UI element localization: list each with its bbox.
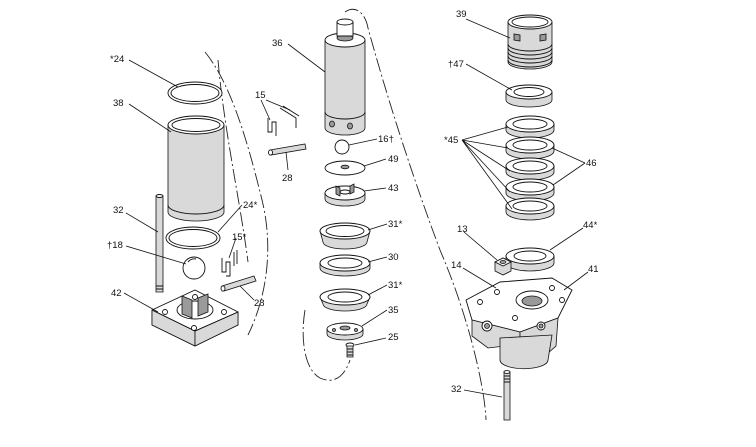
part-36-shaft bbox=[324, 18, 366, 136]
part-32-rod-right bbox=[503, 370, 511, 421]
part-42-base-housing bbox=[151, 289, 239, 347]
callout-24-top: *24 bbox=[110, 54, 124, 65]
part-24-o-ring-top bbox=[167, 81, 223, 105]
guide-line-left-outer bbox=[204, 51, 269, 336]
part-24-o-ring-lower bbox=[165, 226, 221, 250]
callout-labels: *24 38 32 †18 42 24* 15 28 15* 28 36 16†… bbox=[107, 9, 599, 395]
part-31-packing-bottom bbox=[319, 288, 371, 312]
callout-49: 49 bbox=[388, 154, 399, 165]
part-15-pin-upper bbox=[267, 105, 300, 136]
part-38-cylinder bbox=[167, 115, 225, 222]
part-41-manifold bbox=[465, 277, 573, 370]
part-39-top-nut bbox=[507, 14, 553, 70]
callout-41: 41 bbox=[588, 264, 599, 275]
callout-28-lower: 28 bbox=[254, 298, 265, 309]
callout-39: 39 bbox=[456, 9, 467, 20]
guide-line-left-inner bbox=[217, 59, 249, 263]
callout-36: 36 bbox=[272, 38, 283, 49]
callout-45: *45 bbox=[444, 135, 458, 146]
callout-35: 35 bbox=[388, 305, 399, 316]
part-15-pin-lower bbox=[221, 250, 238, 277]
callout-24-lower: 24* bbox=[243, 200, 258, 211]
callout-42: 42 bbox=[111, 288, 122, 299]
callout-25: 25 bbox=[388, 332, 399, 343]
callout-15-lower: 15* bbox=[232, 232, 247, 243]
callout-18: †18 bbox=[107, 240, 123, 251]
callout-15-upper: 15 bbox=[255, 90, 266, 101]
callout-47: †47 bbox=[448, 59, 464, 70]
part-44-ring bbox=[505, 247, 555, 272]
callout-14: 14 bbox=[451, 260, 462, 271]
callout-28-upper: 28 bbox=[282, 173, 293, 184]
part-13-nut bbox=[493, 257, 513, 276]
part-30-gland bbox=[319, 254, 371, 277]
callout-38: 38 bbox=[113, 98, 124, 109]
assembly-guide-lines bbox=[204, 8, 487, 421]
callout-30: 30 bbox=[388, 252, 399, 263]
part-43-valve-guide bbox=[324, 183, 366, 207]
part-31-packing-top bbox=[319, 222, 371, 250]
callout-43: 43 bbox=[388, 183, 399, 194]
guide-line-center bbox=[344, 8, 487, 421]
part-32-rod-left bbox=[155, 194, 164, 293]
guide-line-bottom-loop bbox=[302, 309, 351, 381]
part-28-pin-lower bbox=[220, 275, 257, 292]
part-28-pin-upper bbox=[268, 143, 307, 156]
part-25-screw bbox=[345, 342, 355, 358]
callout-16: 16† bbox=[378, 134, 394, 145]
callout-44: 44* bbox=[583, 220, 598, 231]
callout-13: 13 bbox=[457, 224, 468, 235]
part-18-ball bbox=[182, 256, 206, 280]
part-16-ball bbox=[334, 139, 350, 155]
part-35-nut bbox=[326, 322, 364, 341]
part-45-46-packing-stack bbox=[505, 115, 555, 221]
part-47-ring bbox=[505, 84, 553, 108]
callout-31-top: 31* bbox=[388, 219, 403, 230]
callout-46: 46 bbox=[586, 158, 597, 169]
callout-32-left: 32 bbox=[113, 205, 124, 216]
part-49-washer bbox=[324, 160, 366, 176]
leader-lines bbox=[123, 18, 589, 398]
callout-32-right: 32 bbox=[451, 384, 462, 395]
callout-31-bottom: 31* bbox=[388, 280, 403, 291]
